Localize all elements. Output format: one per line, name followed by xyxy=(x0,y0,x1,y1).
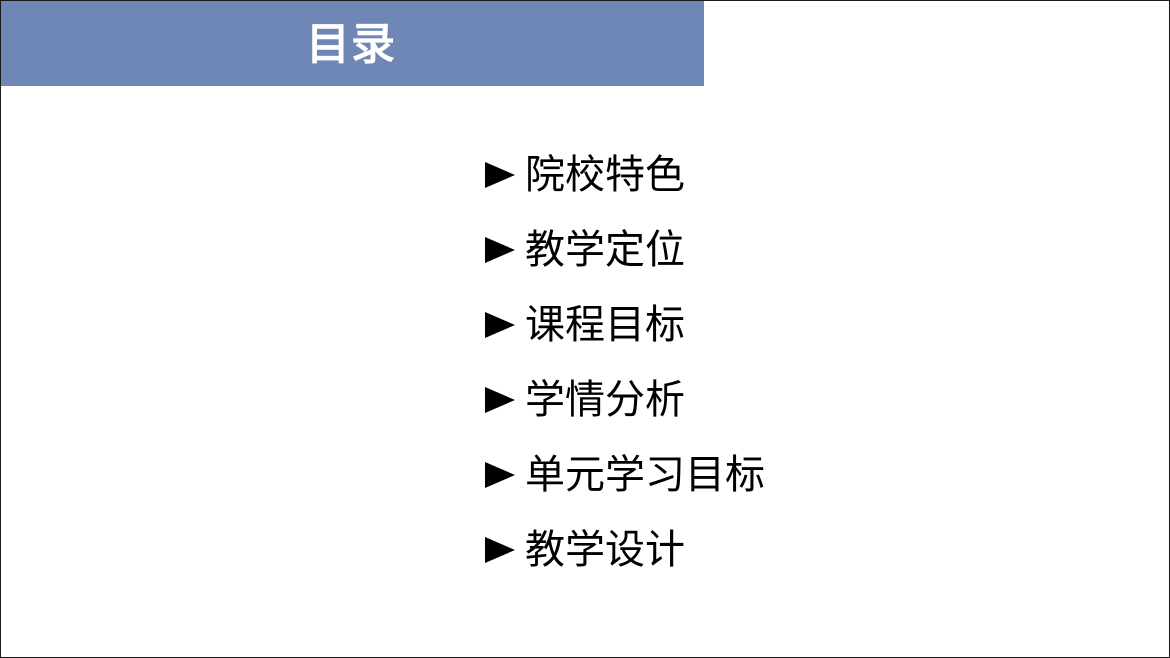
slide-title: 目录 xyxy=(306,19,396,70)
triangle-right-icon xyxy=(485,461,515,488)
toc-item-2: 教学定位 xyxy=(485,212,765,287)
table-of-contents: 院校特色 教学定位 课程目标 学情分析 单元学习目标 教学设计 xyxy=(485,137,765,587)
triangle-right-icon xyxy=(485,236,515,263)
triangle-right-icon xyxy=(485,386,515,413)
toc-item-label: 学情分析 xyxy=(525,376,685,423)
toc-item-1: 院校特色 xyxy=(485,137,765,212)
toc-item-label: 教学定位 xyxy=(525,226,685,273)
title-bar: 目录 xyxy=(1,1,704,86)
toc-item-label: 课程目标 xyxy=(525,301,685,348)
toc-item-3: 课程目标 xyxy=(485,287,765,362)
triangle-right-icon xyxy=(485,161,515,188)
toc-item-6: 教学设计 xyxy=(485,512,765,587)
toc-item-label: 教学设计 xyxy=(525,526,685,573)
toc-item-5: 单元学习目标 xyxy=(485,437,765,512)
toc-item-label: 单元学习目标 xyxy=(525,451,765,498)
toc-item-label: 院校特色 xyxy=(525,151,685,198)
triangle-right-icon xyxy=(485,536,515,563)
toc-item-4: 学情分析 xyxy=(485,362,765,437)
triangle-right-icon xyxy=(485,311,515,338)
